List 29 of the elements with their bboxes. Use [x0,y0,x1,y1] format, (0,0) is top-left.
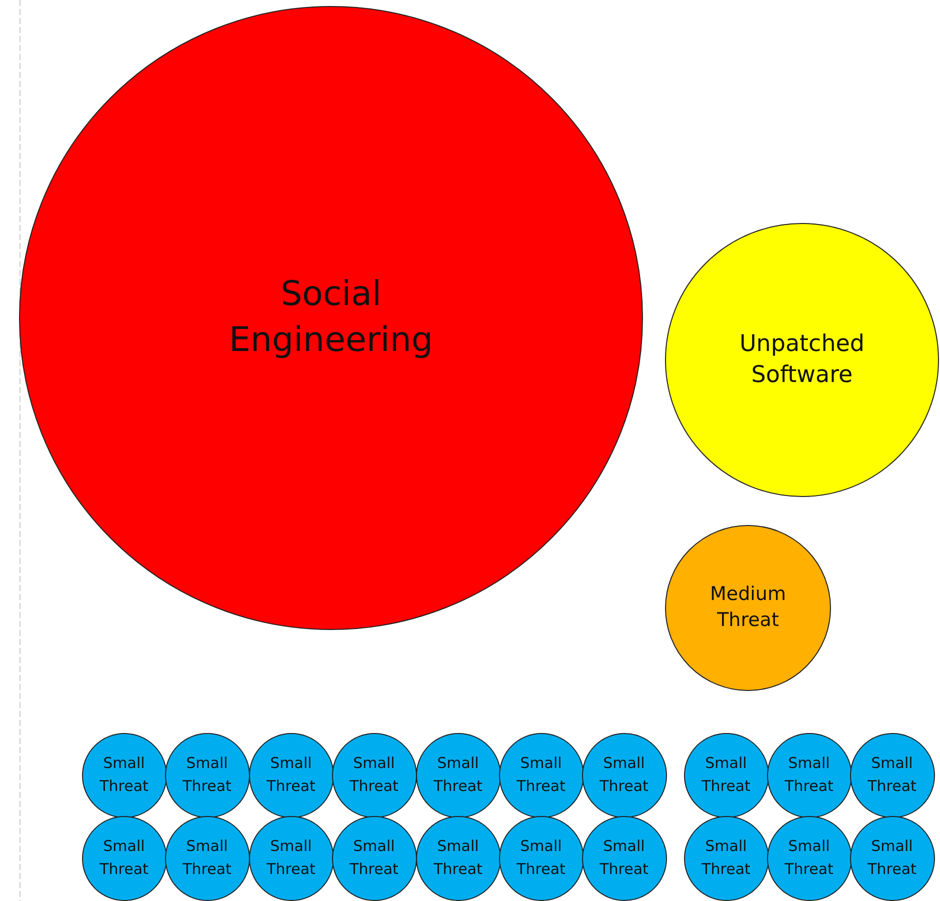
threat-label: Small Threat [866,836,918,880]
threat-label: Small Threat [432,752,484,797]
threat-label: Small Threat [182,752,232,797]
threat-label: Unpatched Software [738,330,866,390]
threat-label: Social Engineering [228,273,434,362]
threat-label: Small Threat [700,836,752,880]
threat-label: Small Threat [784,752,834,797]
threat-label: Small Threat [98,836,150,880]
threat-label: Small Threat [516,836,566,880]
threat-label: Small Threat [866,752,918,797]
threat-circle [164,816,250,900]
threat-label: Small Threat [348,836,400,880]
threat-circle [332,816,416,900]
threat-circle [766,816,852,900]
threat-label: Small Threat [182,836,232,880]
threat-label: Small Threat [598,836,650,880]
threat-circle [498,816,584,900]
threat-label: Small Threat [432,836,484,880]
threat-label: Small Threat [348,752,400,797]
threat-label: Small Threat [598,752,650,797]
threat-circle [582,816,666,900]
threat-label: Small Threat [98,752,150,797]
threat-label: Small Threat [266,836,316,880]
threat-label: Medium Threat [709,582,787,633]
threat-label: Small Threat [784,836,834,880]
threat-label: Small Threat [516,752,566,797]
threat-circle [850,816,934,900]
threat-label: Small Threat [266,752,316,797]
threat-label: Small Threat [700,752,752,797]
